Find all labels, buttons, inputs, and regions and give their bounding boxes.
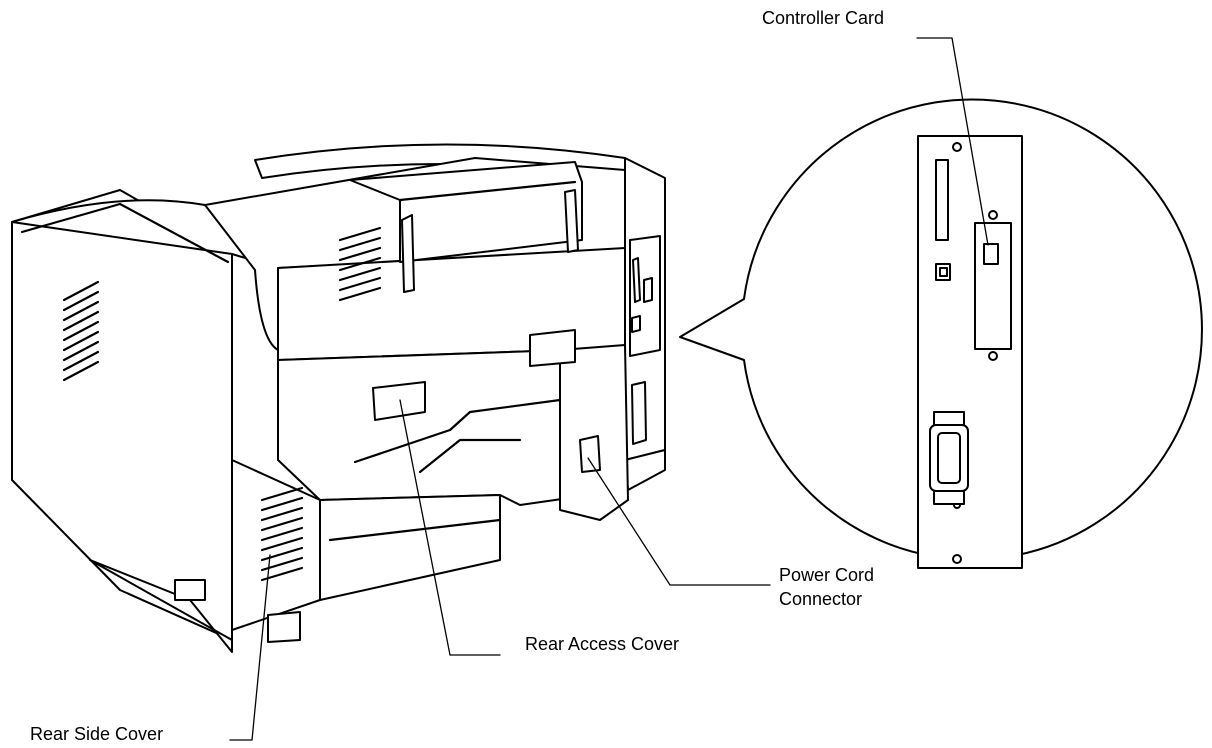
top-vents (338, 226, 382, 302)
power-cord-connector-label-line1: Power Cord (779, 565, 875, 585)
power-cord-connector-label-line2: Connector (779, 589, 863, 609)
controller-card-label: Controller Card (762, 8, 885, 28)
rear-access-cover-leader (399, 399, 501, 656)
controller-detail-callout (679, 98, 1203, 569)
rear-access-cover-label: Rear Access Cover (525, 634, 680, 654)
printer-body (11, 143, 666, 653)
left-side-vents (62, 280, 100, 382)
power-cord-connector-leader (587, 457, 771, 586)
leader-lines (229, 37, 989, 741)
rear-side-cover-leader (229, 554, 271, 741)
rear-side-cover-label: Rear Side Cover (30, 724, 164, 744)
controller-card-leader (916, 37, 989, 246)
controller-card (974, 222, 1012, 350)
